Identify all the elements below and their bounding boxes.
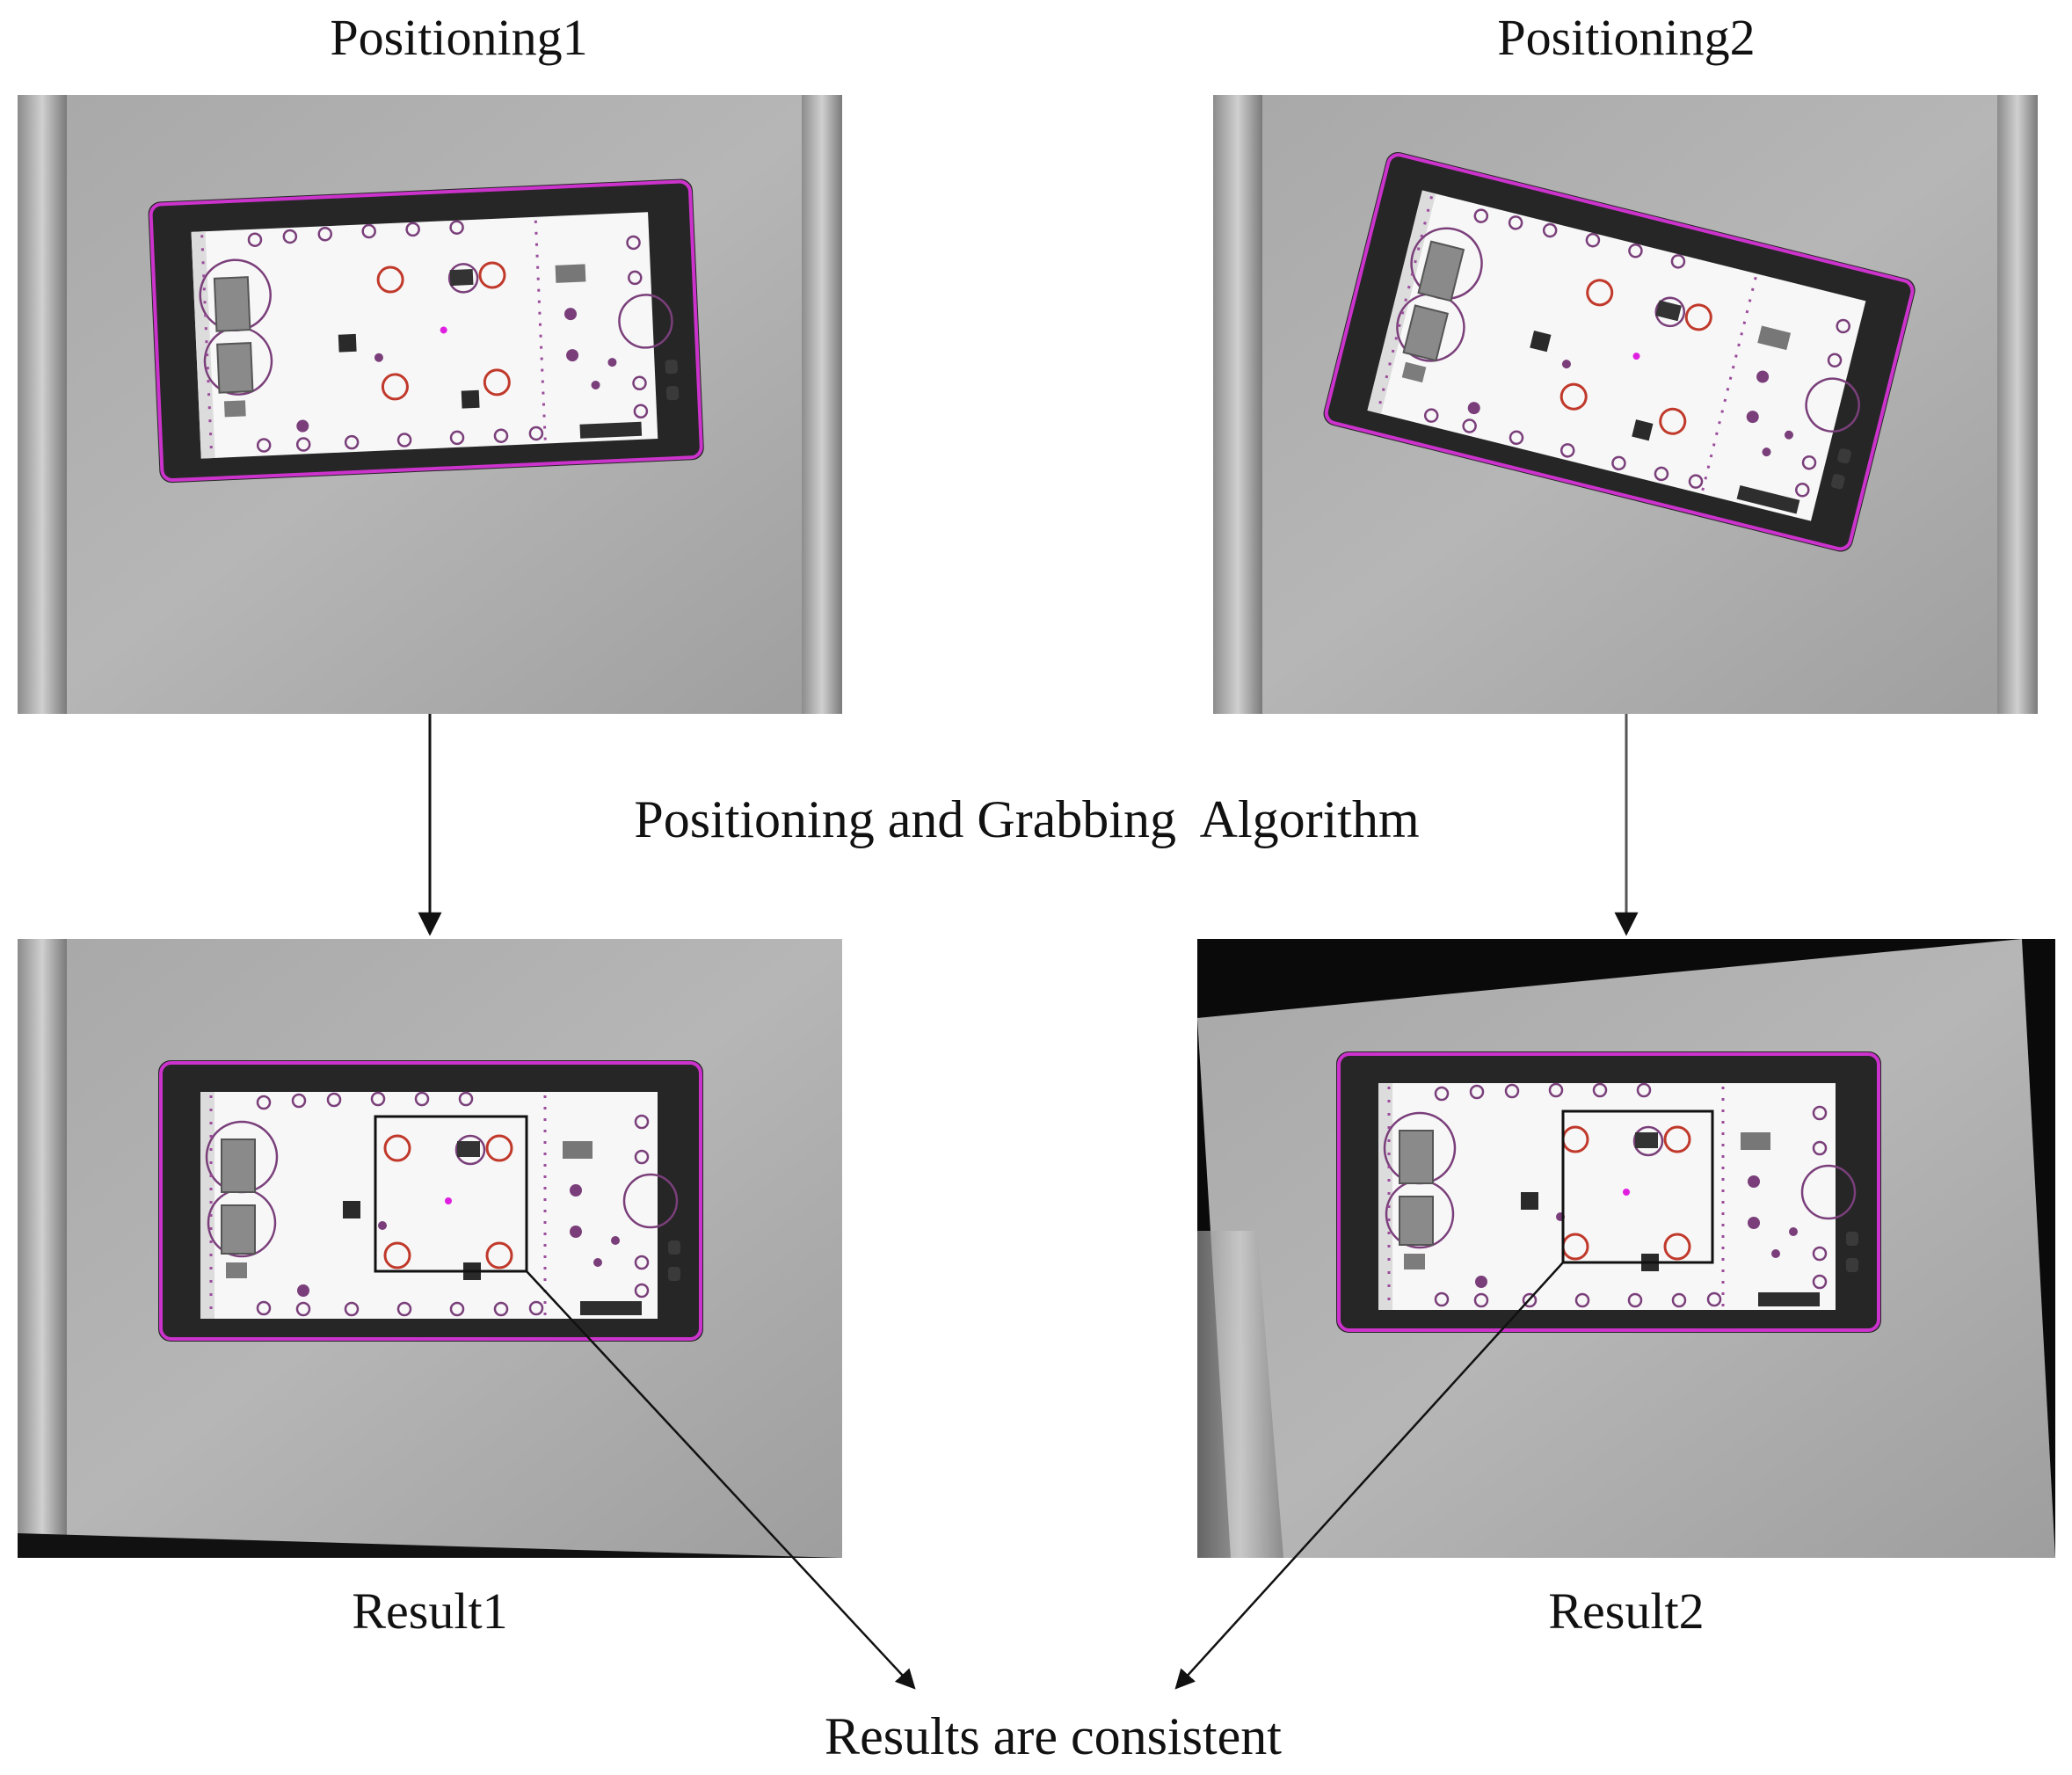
result2-label: Result2 (1548, 1582, 1704, 1640)
positioning2-image (1213, 95, 2038, 714)
positioning1-image (18, 95, 842, 714)
algorithm-label: Positioning and Grabbing Algorithm (634, 790, 1419, 848)
conclusion-label: Results are consistent (825, 1707, 1282, 1765)
positioning2-label: Positioning2 (1497, 9, 1755, 66)
roi-box-result1 (374, 1115, 528, 1273)
positioning1-label: Positioning1 (330, 9, 587, 66)
roi-box-result2 (1561, 1109, 1714, 1264)
arrow-result2-to-conclusion (1174, 1262, 1564, 1690)
arrow-result1-to-conclusion (526, 1270, 916, 1690)
result2-image (1197, 939, 2055, 1558)
result1-image (18, 939, 842, 1558)
result1-label: Result1 (352, 1582, 507, 1640)
